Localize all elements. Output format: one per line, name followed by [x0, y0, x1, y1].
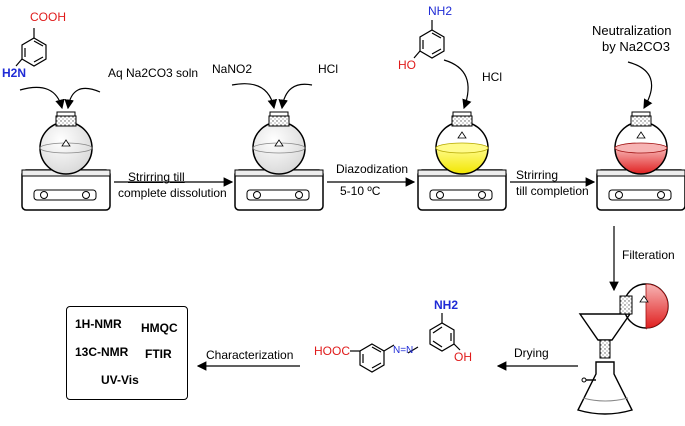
hmqc-label: HMQC: [141, 321, 178, 335]
stirrer-plate-1: [21, 169, 111, 211]
aminophenol-oh-label: HO: [398, 58, 416, 72]
product-acid-label: HOOC: [314, 344, 350, 358]
filtration-setup: [577, 313, 633, 415]
h-nmr-label: 1H-NMR: [75, 317, 122, 331]
na2co3-solution-label: Aq Na2CO3 soln: [108, 66, 199, 80]
drying-label: Drying: [514, 346, 549, 360]
flask-2: [252, 111, 306, 175]
nano2-label: NaNO2: [212, 62, 253, 76]
characterization-label: Characterization: [206, 348, 294, 362]
hcl-label-2: HCl: [482, 70, 502, 84]
step2-line1: Diazodization: [336, 162, 409, 176]
filteration-label: Filteration: [622, 248, 675, 262]
neutralization-reagent-label: by Na2CO3: [602, 39, 670, 54]
addition-arrow-2b: [278, 83, 313, 110]
stirrer-plate-2: [234, 169, 324, 211]
product-oh-label: OH: [454, 350, 472, 364]
step3-line1: Strirring: [516, 168, 559, 182]
start-amine-label: H2N: [2, 66, 27, 80]
flask-1: [39, 111, 93, 175]
product-nh2-label: NH2: [434, 298, 459, 312]
product-azo-label: N=N: [393, 345, 414, 356]
c-nmr-label: 13C-NMR: [75, 345, 129, 359]
flask-4-red-solution: [614, 111, 668, 175]
flask-3-yellow-solution: [435, 111, 489, 175]
step2-line2: 5-10 ºC: [340, 184, 381, 198]
step1-line1: Strirring till: [128, 170, 185, 184]
addition-arrow-2a: [231, 83, 278, 110]
azo-product-structure: [350, 313, 461, 373]
step1-line2: complete dissolution: [118, 186, 227, 200]
neutralization-label: Neutralization: [592, 23, 672, 38]
aminophenol-structure: [413, 20, 445, 59]
addition-arrow-1a: [19, 86, 65, 110]
ftir-label: FTIR: [145, 347, 172, 361]
addition-arrow-1b: [64, 87, 101, 110]
addition-arrow-4: [627, 61, 653, 110]
start-acid-label: COOH: [30, 10, 66, 24]
stirrer-plate-3: [417, 169, 507, 211]
aminobenzoic-acid-structure: [15, 28, 47, 67]
characterization-techniques-box: 1H-NMR HMQC 13C-NMR FTIR UV-Vis: [66, 306, 188, 400]
flask-5-red-tilted: [619, 283, 669, 330]
stirrer-plate-4: [596, 169, 685, 211]
hcl-label-1: HCl: [318, 62, 338, 76]
uv-vis-label: UV-Vis: [101, 373, 139, 387]
step3-line2: till completion: [516, 184, 589, 198]
addition-arrow-3: [443, 59, 472, 110]
aminophenol-nh2-label: NH2: [428, 4, 453, 18]
